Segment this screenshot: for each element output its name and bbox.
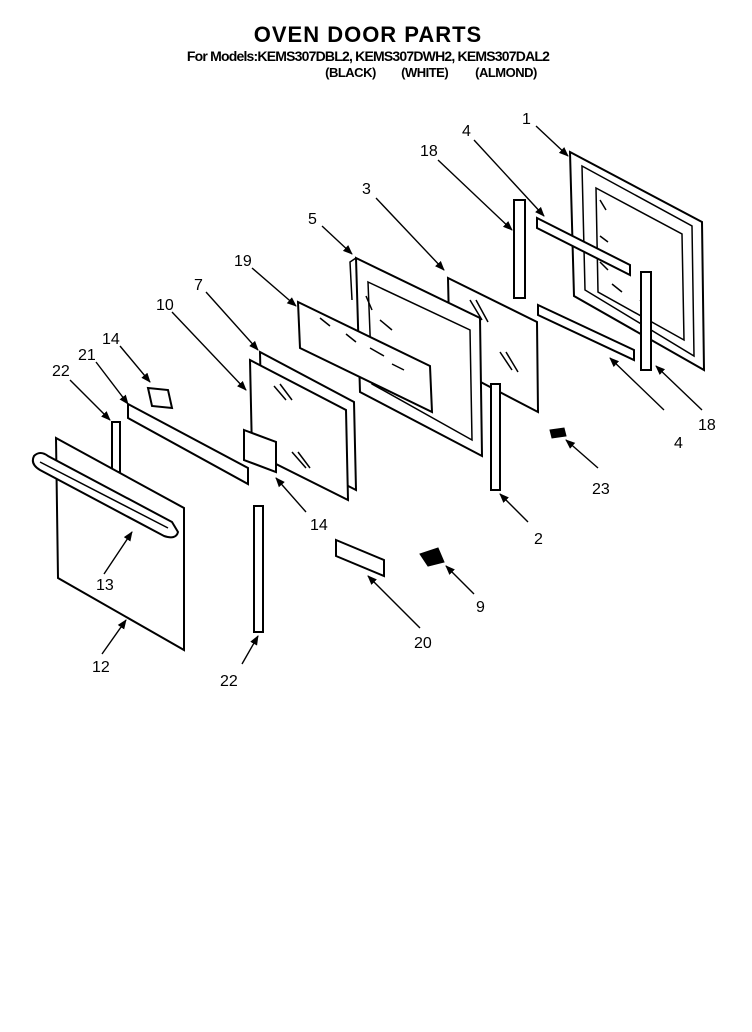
callout-3: 3 [362,181,371,198]
part-20-vent [335,538,385,578]
callout-18-lower: 18 [698,417,716,434]
color-black-label: (BLACK) [325,65,376,80]
part-23-clip [549,427,567,439]
model-list: For Models:KEMS307DBL2, KEMS307DWH2, KEM… [186,48,550,64]
part-18-right-seal [640,271,652,371]
part-2-hinge [490,383,501,491]
part-14-upper-bracket [146,386,174,410]
callout-7: 7 [194,277,203,294]
callout-labels: 1 4 18 3 5 19 7 10 14 21 22 4 18 23 2 14… [52,111,716,690]
page-title: OVEN DOOR PARTS [253,22,483,47]
callout-22-upper: 22 [52,363,70,380]
callout-5: 5 [308,211,317,228]
part-22-lower-spacer [253,505,264,633]
callout-14-lower: 14 [310,517,328,534]
callout-1: 1 [522,111,531,128]
callout-20: 20 [414,635,432,652]
callout-4-lower: 4 [674,435,683,452]
color-white-label: (WHITE) [401,65,449,80]
callout-19: 19 [234,253,252,270]
callout-10: 10 [156,297,174,314]
part-9-latch [419,547,445,567]
part-4-upper-bracket [536,216,631,277]
part-14-lower-bracket [243,428,277,474]
callout-2: 2 [534,531,543,548]
callout-13: 13 [96,577,114,594]
callout-21: 21 [78,347,96,364]
part-22-upper-spacer [111,421,121,473]
part-13-handle [31,452,180,539]
part-18-left-seal [513,199,526,299]
callout-14-upper: 14 [102,331,120,348]
color-legend: (BLACK) (WHITE) (ALMOND) [0,65,752,80]
part-21-trim [127,402,249,486]
callout-9: 9 [476,599,485,616]
callout-18-upper: 18 [420,143,438,160]
leader-lines [69,125,703,665]
color-almond-label: (ALMOND) [475,65,537,80]
part-19-insulation [296,300,434,414]
callout-12: 12 [92,659,110,676]
part-4-lower-bracket [537,303,635,362]
callout-22-lower: 22 [220,673,238,690]
callout-23: 23 [592,481,610,498]
part-10-outer-glass [248,358,350,502]
callout-4-upper: 4 [462,123,471,140]
